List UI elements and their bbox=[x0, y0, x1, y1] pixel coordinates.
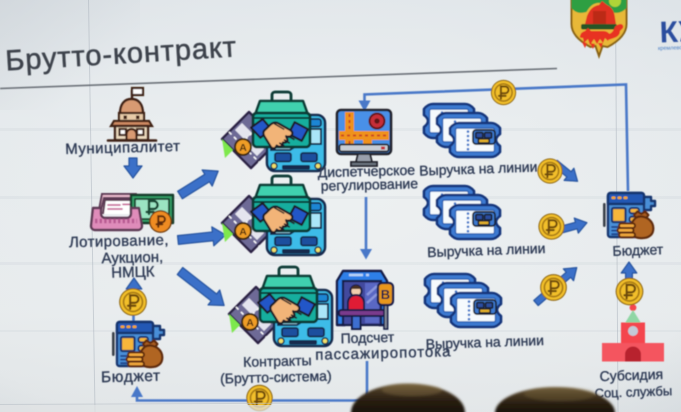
svg-text:кремлевская: кремлевская bbox=[658, 45, 681, 52]
svg-text:пассажиропотока: пассажиропотока bbox=[315, 343, 452, 364]
svg-text:Лотирование,: Лотирование, bbox=[69, 232, 169, 252]
svg-text:Бюджет: Бюджет bbox=[101, 368, 161, 387]
svg-text:Диспетчерское: Диспетчерское bbox=[318, 162, 416, 181]
svg-text:Аукцион,: Аукцион, bbox=[101, 249, 163, 268]
svg-text:Муниципалитет: Муниципалитет bbox=[65, 138, 181, 158]
svg-text:(Брутто-система): (Брутто-система) bbox=[220, 368, 332, 387]
svg-text:КУ: КУ bbox=[659, 15, 681, 49]
svg-text:Подсчет: Подсчет bbox=[340, 329, 395, 346]
svg-text:Выручка на линии: Выручка на линии bbox=[419, 158, 538, 178]
svg-text:регулирование: регулирование bbox=[321, 175, 419, 194]
svg-text:НМЦК: НМЦК bbox=[111, 263, 155, 281]
svg-text:Соц. службы: Соц. службы bbox=[594, 383, 672, 401]
svg-text:Субсидия: Субсидия bbox=[599, 366, 663, 384]
svg-text:Выручка на линии: Выручка на линии bbox=[427, 240, 546, 260]
svg-text:Бюджет: Бюджет bbox=[612, 241, 664, 259]
svg-text:Выручка на линии: Выручка на линии bbox=[425, 332, 544, 352]
svg-text:Контракты: Контракты bbox=[243, 352, 312, 370]
